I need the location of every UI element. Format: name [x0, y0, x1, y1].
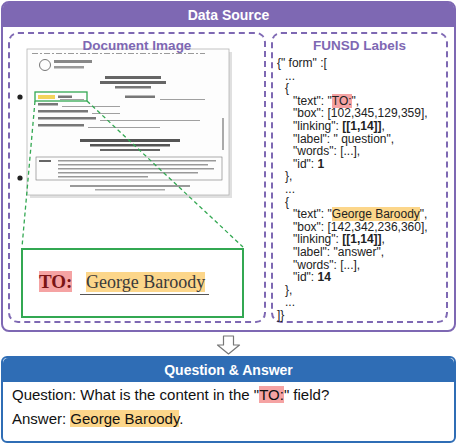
- highlight: [[1,14]]: [342, 232, 381, 246]
- json-line: "label": "answer",: [293, 246, 384, 259]
- qa-panel: Question & AnswerQuestion: What is the c…: [1, 356, 456, 443]
- highlight: George Baroody: [70, 410, 179, 427]
- field-value: George Baroody: [80, 270, 209, 295]
- json-line: "id": 1: [293, 158, 324, 171]
- json-line: "words": [...],: [293, 145, 360, 158]
- json-line: },: [285, 284, 292, 297]
- highlight: 1: [318, 157, 325, 171]
- json-line: {: [285, 82, 289, 95]
- json-line: },: [285, 170, 292, 183]
- answer-text: Answer: George Baroody.: [12, 409, 184, 428]
- json-line: "id": 14: [293, 271, 331, 284]
- json-line: ...: [285, 183, 295, 196]
- panel-title: Document Image: [10, 37, 264, 54]
- flow-arrow: [218, 336, 240, 354]
- json-line: "label": " question",: [293, 133, 394, 146]
- json-line: {" form" :[: [277, 57, 327, 70]
- section-title: Question & Answer: [3, 358, 454, 382]
- json-line: ...: [285, 70, 295, 83]
- funsd-labels-panel: FUNSD Labels{" form" :[...{"text": "TO:"…: [271, 32, 448, 323]
- json-line: "text": "George Baroody",: [293, 208, 427, 221]
- panel-title: FUNSD Labels: [273, 37, 446, 54]
- highlight: 14: [318, 270, 331, 284]
- json-line: "linking": [[1,14]],: [293, 233, 385, 246]
- field-key: TO:: [39, 270, 72, 294]
- highlight: [[1,14]]: [342, 119, 381, 133]
- json-line: "words": [...],: [293, 259, 360, 272]
- data-source-panel: TO: George Baroody Document Image FUNSD Lab…: [1, 1, 456, 332]
- highlight: George Baroody: [86, 272, 205, 292]
- json-line: ]}: [277, 309, 284, 322]
- highlight: TO:: [332, 94, 352, 108]
- json-line: "text": "TO:",: [293, 95, 359, 108]
- highlight: TO:: [39, 271, 72, 292]
- question-text: Question: What is the content in the "TO…: [12, 385, 329, 404]
- highlight: George Baroody: [332, 207, 420, 221]
- zoom-box: TO: George Baroody: [21, 248, 244, 318]
- json-line: "linking": [[1,14]],: [293, 120, 385, 133]
- json-line: "box": [102,345,129,359],: [293, 107, 428, 120]
- json-line: ...: [285, 296, 295, 309]
- json-line: {: [285, 196, 289, 209]
- section-title: Data Source: [3, 3, 454, 27]
- highlight: TO:: [259, 386, 284, 403]
- json-line: "box": [142,342,236,360],: [293, 221, 428, 234]
- document-image-panel: TO: George Baroody Document Image: [8, 32, 266, 323]
